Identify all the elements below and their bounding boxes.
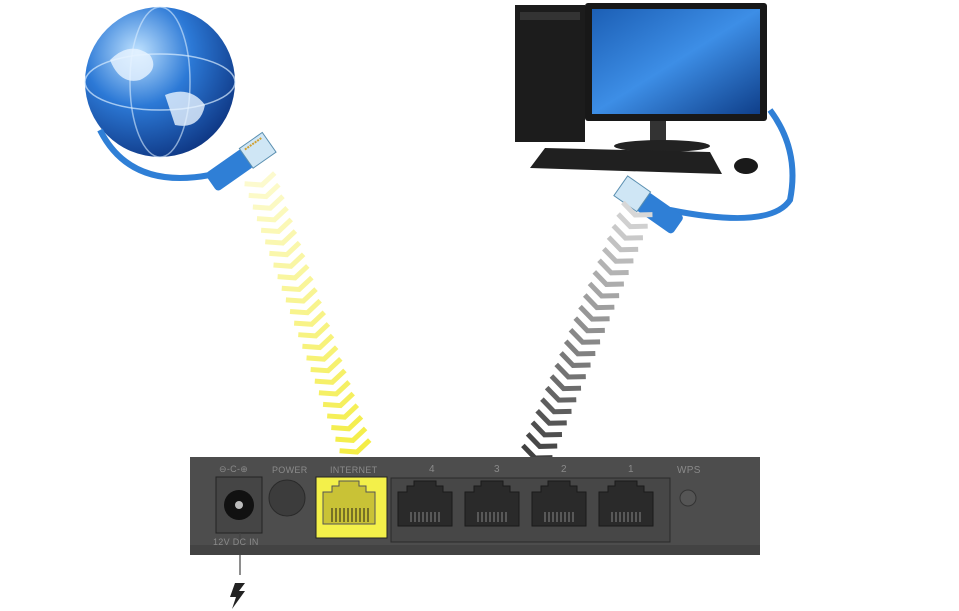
chevron [540, 397, 572, 415]
lan-port-label: 4 [429, 464, 435, 475]
chevron [563, 339, 596, 357]
chevron [252, 194, 285, 211]
chevron [314, 368, 347, 385]
ethernet-plug-icon [206, 131, 277, 191]
chevron [535, 408, 567, 426]
lan-port-label: 3 [494, 464, 500, 475]
dc-polarity-label: ⊖-C-⊕ [219, 464, 249, 474]
chevron [544, 385, 577, 403]
chevron [616, 212, 648, 230]
chevron [559, 351, 591, 368]
chevron [269, 240, 302, 258]
chevron [554, 362, 586, 380]
chevron [582, 293, 615, 311]
chevron [578, 304, 610, 322]
chevron [285, 287, 318, 304]
chevron [244, 171, 277, 188]
chevron [265, 229, 298, 246]
chevron [568, 327, 601, 345]
wps-button[interactable] [679, 489, 697, 507]
lan-port-label: 1 [628, 464, 634, 475]
power-bolt-icon [230, 583, 245, 609]
chevron [260, 217, 293, 235]
chevron [530, 420, 563, 438]
chevron [310, 356, 343, 374]
globe-icon [84, 6, 236, 158]
power-label: POWER [272, 465, 308, 475]
chevron [318, 380, 351, 397]
dc-in-label: 12V DC IN [213, 537, 259, 547]
chevron [322, 391, 355, 409]
chevron [289, 298, 322, 316]
computer-icon [515, 3, 767, 174]
globe-cable [97, 128, 211, 181]
chevron [606, 235, 639, 253]
chevron [621, 200, 653, 218]
chevron [335, 426, 368, 443]
chevron [256, 206, 289, 223]
wps-label: WPS [677, 465, 701, 476]
lan-port-label: 2 [561, 464, 567, 475]
chevron [298, 322, 331, 339]
chevron [277, 264, 310, 281]
internet-signal-arrow [244, 171, 372, 455]
chevron [273, 252, 306, 269]
chevron [327, 403, 360, 420]
chevron [602, 246, 634, 264]
chevron [281, 275, 314, 293]
chevron [549, 374, 582, 392]
chevron [611, 223, 643, 241]
chevron [331, 415, 364, 432]
chevron [573, 316, 605, 334]
chevron [525, 432, 558, 449]
chevron [248, 182, 281, 200]
chevron [587, 281, 620, 299]
chevron [597, 258, 629, 276]
power-button[interactable] [268, 479, 306, 517]
computer-cable [669, 108, 796, 221]
lan-signal-arrow [521, 200, 653, 461]
chevron [306, 345, 339, 362]
router-back-panel [190, 457, 760, 575]
chevron [592, 270, 624, 287]
chevron [302, 333, 335, 351]
chevron [293, 310, 327, 327]
chevron [339, 438, 372, 455]
internet-label: INTERNET [330, 465, 378, 475]
